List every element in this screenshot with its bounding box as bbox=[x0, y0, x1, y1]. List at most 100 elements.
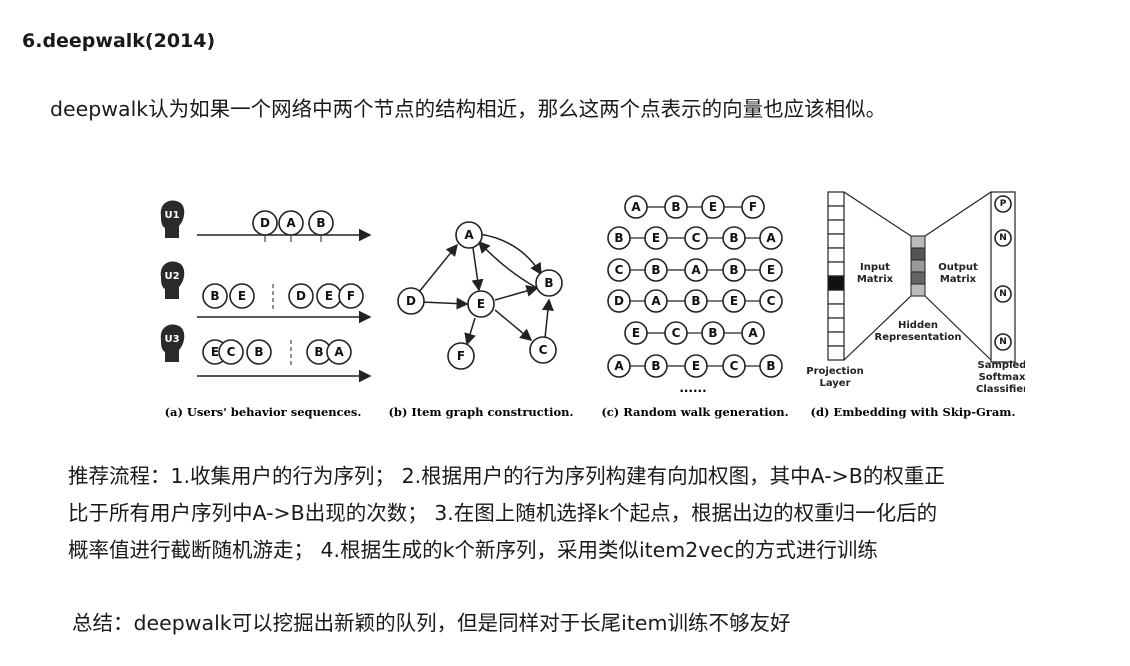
seq-node: B bbox=[202, 283, 228, 309]
walk-node: B bbox=[644, 258, 668, 282]
svg-text:E: E bbox=[211, 345, 219, 359]
output-node: N bbox=[994, 229, 1012, 247]
svg-text:U1: U1 bbox=[164, 210, 179, 221]
panel-a-users-sequences: U1 D A B U2 B E D E F U3 E C B B bbox=[160, 200, 372, 419]
seq-node: E bbox=[316, 283, 342, 309]
svg-text:B: B bbox=[651, 263, 660, 277]
user-head-icon: U3 bbox=[160, 324, 185, 362]
process-line-3: 概率值进行截断随机游走； 4.根据生成的k个新序列，采用类似item2vec的方… bbox=[68, 538, 878, 562]
input-matrix-label: Matrix bbox=[857, 274, 894, 285]
svg-text:E: E bbox=[730, 294, 738, 308]
svg-text:B: B bbox=[729, 263, 738, 277]
walk-node: C bbox=[759, 289, 783, 313]
seq-node: E bbox=[229, 283, 255, 309]
panel-d-skip-gram: P N N N Input Matrix Output Matrix Hidde… bbox=[806, 191, 1025, 419]
walk-node: B bbox=[701, 321, 725, 345]
walk-node: C bbox=[664, 321, 688, 345]
walk-node: E bbox=[644, 226, 668, 250]
graph-node: F bbox=[447, 342, 475, 370]
output-matrix-label: Output bbox=[938, 262, 978, 273]
walk-node: A bbox=[741, 321, 765, 345]
caption-d: (d) Embedding with Skip-Gram. bbox=[811, 405, 1016, 419]
svg-text:D: D bbox=[614, 294, 624, 308]
softmax-label: Softmax bbox=[979, 372, 1025, 383]
walk-node: C bbox=[722, 354, 746, 378]
graph-node: E bbox=[467, 290, 495, 318]
seq-node bbox=[264, 235, 322, 242]
caption-b: (b) Item graph construction. bbox=[388, 405, 573, 419]
walk-node: B bbox=[644, 354, 668, 378]
svg-text:A: A bbox=[691, 263, 701, 277]
seq-node: D bbox=[252, 210, 278, 236]
walk-node: C bbox=[684, 226, 708, 250]
seq-node: F bbox=[338, 283, 364, 309]
hidden-label: Hidden bbox=[898, 320, 938, 331]
panel-b-item-graph: A B D E F C (b) Item graph construction. bbox=[388, 221, 574, 419]
projection-layer-label: Layer bbox=[819, 378, 850, 389]
walk-node: E bbox=[759, 258, 783, 282]
svg-text:U2: U2 bbox=[164, 271, 179, 282]
section-heading: 6.deepwalk(2014) bbox=[22, 30, 216, 52]
walk-node: E bbox=[701, 195, 725, 219]
svg-text:C: C bbox=[672, 326, 681, 340]
caption-a: (a) Users' behavior sequences. bbox=[165, 405, 362, 419]
output-node: N bbox=[994, 285, 1012, 303]
projection-layer-label: Projection bbox=[806, 366, 863, 377]
seq-node: B bbox=[246, 339, 272, 365]
process-line-2: 比于所有用户序列中A->B出现的次数； 3.在图上随机选择k个起点，根据出边的权… bbox=[68, 501, 938, 525]
svg-text:E: E bbox=[692, 359, 700, 373]
svg-text:B: B bbox=[314, 345, 323, 359]
deepwalk-figure: U1 D A B U2 B E D E F U3 E C B B bbox=[145, 180, 1025, 430]
svg-text:A: A bbox=[614, 359, 624, 373]
graph-node: B bbox=[535, 269, 563, 297]
summary-text: 总结：deepwalk可以挖掘出新颖的队列，但是同样对于长尾item训练不够友好 bbox=[72, 611, 791, 635]
walk-node: B bbox=[684, 289, 708, 313]
svg-text:E: E bbox=[477, 297, 485, 311]
svg-text:A: A bbox=[766, 231, 776, 245]
svg-text:B: B bbox=[651, 359, 660, 373]
walk-node: B bbox=[664, 195, 688, 219]
svg-text:A: A bbox=[651, 294, 661, 308]
svg-text:C: C bbox=[730, 359, 739, 373]
walk-node: C bbox=[607, 258, 631, 282]
svg-text:B: B bbox=[614, 231, 623, 245]
svg-text:A: A bbox=[748, 326, 758, 340]
svg-text:C: C bbox=[615, 263, 624, 277]
svg-text:E: E bbox=[632, 326, 640, 340]
svg-text:E: E bbox=[652, 231, 660, 245]
svg-text:B: B bbox=[254, 345, 263, 359]
seq-node: D bbox=[288, 283, 314, 309]
svg-text:F: F bbox=[347, 289, 355, 303]
seq-node: A bbox=[326, 339, 352, 365]
process-paragraph: 推荐流程：1.收集用户的行为序列； 2.根据用户的行为序列构建有向加权图，其中A… bbox=[68, 458, 1118, 569]
seq-node: A bbox=[278, 210, 304, 236]
svg-text:U3: U3 bbox=[164, 334, 179, 345]
walk-node: E bbox=[722, 289, 746, 313]
svg-text:F: F bbox=[749, 200, 757, 214]
seq-node: C bbox=[218, 339, 244, 365]
graph-node: C bbox=[529, 336, 557, 364]
svg-text:B: B bbox=[708, 326, 717, 340]
svg-text:N: N bbox=[999, 289, 1007, 299]
softmax-label: Classifier bbox=[976, 384, 1025, 395]
svg-text:P: P bbox=[1000, 199, 1007, 209]
deepwalk-figure-svg: U1 D A B U2 B E D E F U3 E C B B bbox=[160, 191, 1025, 419]
walk-node: A bbox=[684, 258, 708, 282]
svg-text:D: D bbox=[296, 289, 306, 303]
svg-text:B: B bbox=[210, 289, 219, 303]
walk-node: B bbox=[722, 258, 746, 282]
hidden-label: Representation bbox=[875, 332, 962, 343]
user-head-icon: U1 bbox=[160, 200, 185, 238]
svg-text:B: B bbox=[671, 200, 680, 214]
svg-text:C: C bbox=[539, 343, 548, 357]
walk-node: F bbox=[741, 195, 765, 219]
svg-text:A: A bbox=[631, 200, 641, 214]
svg-text:C: C bbox=[227, 345, 236, 359]
intro-text: deepwalk认为如果一个网络中两个节点的结构相近，那么这两个点表示的向量也应… bbox=[50, 97, 887, 121]
walk-node: A bbox=[644, 289, 668, 313]
svg-text:E: E bbox=[767, 263, 775, 277]
svg-text:E: E bbox=[238, 289, 246, 303]
graph-node: A bbox=[455, 221, 483, 249]
svg-text:B: B bbox=[691, 294, 700, 308]
walk-node: E bbox=[684, 354, 708, 378]
